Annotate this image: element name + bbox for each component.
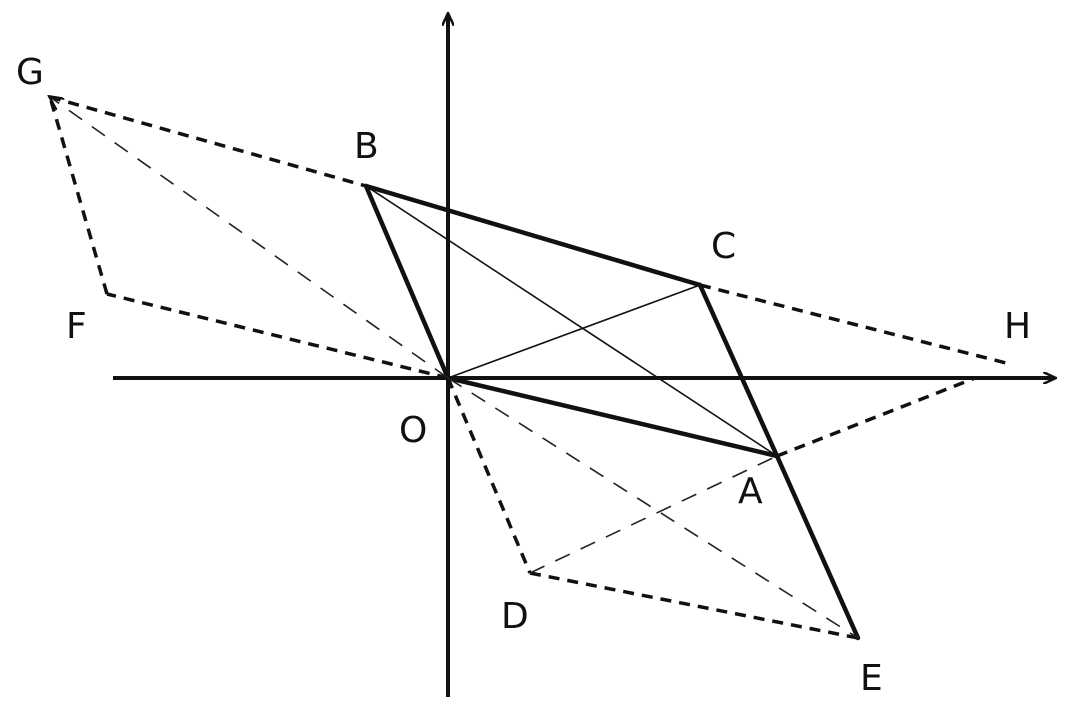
diagonal-OG bbox=[50, 97, 449, 379]
diagonal-DA bbox=[529, 455, 778, 574]
segment-BO bbox=[363, 183, 451, 381]
diagonal-BA bbox=[365, 185, 778, 457]
segment-AH bbox=[776, 376, 976, 458]
segment-CH bbox=[699, 283, 1011, 366]
label-A: A bbox=[738, 471, 763, 512]
label-G: G bbox=[16, 52, 44, 93]
segment-OD bbox=[446, 377, 532, 574]
segment-GB bbox=[49, 95, 367, 188]
segment-DE bbox=[529, 571, 859, 640]
label-F: F bbox=[66, 306, 87, 347]
label-H: H bbox=[1004, 306, 1031, 347]
segment-AE bbox=[774, 453, 861, 641]
label-O: O bbox=[399, 410, 427, 451]
label-C: C bbox=[711, 226, 736, 267]
label-E: E bbox=[860, 658, 883, 699]
diagonal-OC bbox=[447, 284, 701, 379]
label-D: D bbox=[501, 596, 529, 637]
diagonal-OE bbox=[447, 377, 859, 639]
segment-AC bbox=[697, 282, 780, 459]
segment-OF bbox=[106, 292, 449, 380]
label-B: B bbox=[354, 126, 379, 167]
segment-CB bbox=[363, 183, 703, 288]
segment-FG bbox=[48, 96, 109, 295]
segment-OA bbox=[445, 375, 780, 459]
